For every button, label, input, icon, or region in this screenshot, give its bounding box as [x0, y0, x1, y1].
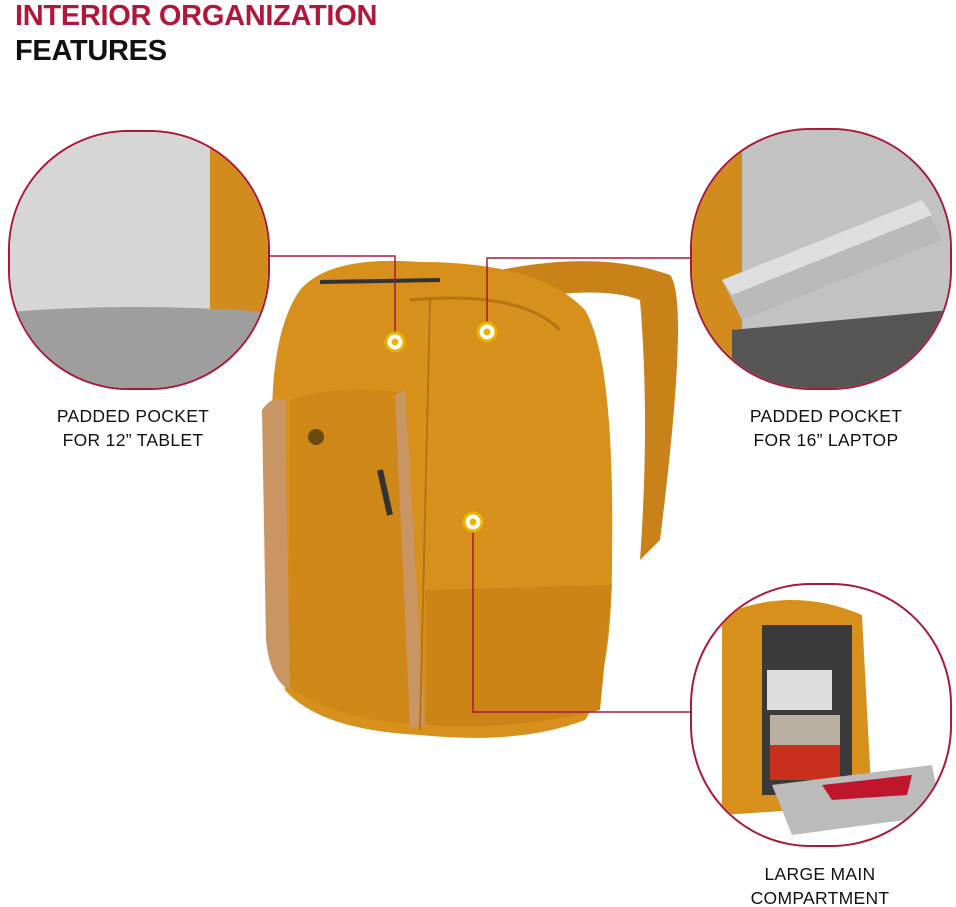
callout-main-compartment: LARGE MAIN COMPARTMENT — [690, 862, 950, 907]
callout-line: FOR 12” TABLET — [62, 430, 204, 450]
laptop-pocket-inset — [690, 128, 952, 390]
callout-line: PADDED POCKET — [749, 406, 903, 426]
title-line-1: INTERIOR ORGANIZATION — [15, 0, 378, 32]
callout-line: COMPARTMENT — [750, 888, 890, 907]
main-compartment-inset — [690, 583, 952, 847]
tablet-pocket-inset — [8, 130, 270, 390]
callout-lines — [268, 255, 690, 713]
callout-line: PADDED POCKET — [56, 406, 210, 426]
callout-laptop-pocket: PADDED POCKET FOR 16” LAPTOP — [696, 404, 956, 452]
callout-line: FOR 16” LAPTOP — [753, 430, 899, 450]
callout-tablet-pocket: PADDED POCKET FOR 12” TABLET — [3, 404, 263, 452]
callout-line: LARGE MAIN — [764, 864, 876, 884]
title-line-2: FEATURES — [15, 35, 167, 67]
marker-dots — [384, 321, 498, 533]
